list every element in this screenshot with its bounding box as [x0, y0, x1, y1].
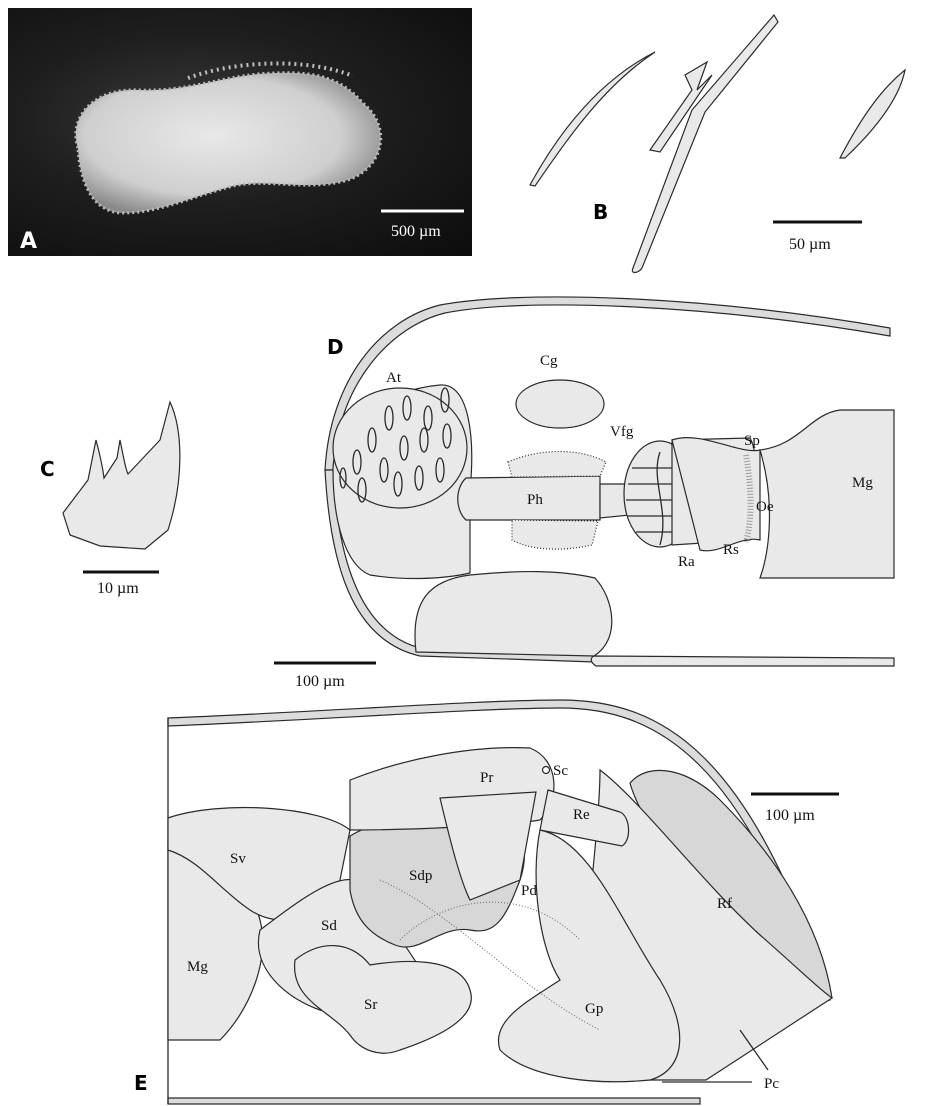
label-sv: Sv — [230, 851, 246, 867]
scale-label-b: 50 µm — [789, 236, 831, 253]
label-mg-d: Mg — [852, 475, 873, 491]
panel-letter-e: E — [134, 1071, 148, 1095]
panel-e-anatomy: 100 µm E Pr Sc Re Sv Sdp Pd Rf Sd Mg Sr … — [134, 700, 839, 1104]
label-re: Re — [573, 807, 590, 823]
label-oe: Oe — [756, 499, 774, 515]
panel-c-tooth: 10 µm C — [40, 402, 180, 597]
scale-label-d: 100 µm — [295, 673, 345, 690]
panel-d-anatomy: 100 µm D At Cg Vfg Sp Mg Ph Oe Ra Rs — [274, 297, 894, 690]
sc-dot — [543, 767, 550, 774]
label-ra: Ra — [678, 554, 695, 570]
label-at: At — [386, 370, 402, 386]
label-gp: Gp — [585, 1001, 603, 1017]
label-cg: Cg — [540, 353, 558, 369]
label-sd: Sd — [321, 918, 337, 934]
label-vfg: Vfg — [610, 424, 634, 440]
label-sp: Sp — [744, 433, 760, 449]
label-mg-e: Mg — [187, 959, 208, 975]
panel-letter-c: C — [40, 457, 55, 481]
label-sc: Sc — [553, 763, 568, 779]
label-pd: Pd — [521, 883, 537, 899]
panel-b-spicules: 50 µm B — [530, 15, 905, 273]
label-ph: Ph — [527, 492, 543, 508]
label-rf: Rf — [717, 896, 732, 912]
label-pr: Pr — [480, 770, 493, 786]
scale-label-c: 10 µm — [97, 580, 139, 597]
panel-letter-b: B — [593, 200, 608, 224]
label-sr: Sr — [364, 997, 377, 1013]
label-pc: Pc — [764, 1076, 779, 1092]
scale-label-e: 100 µm — [765, 807, 815, 824]
label-sdp: Sdp — [409, 868, 432, 884]
label-rs: Rs — [723, 542, 739, 558]
panel-letter-d: D — [327, 335, 344, 359]
